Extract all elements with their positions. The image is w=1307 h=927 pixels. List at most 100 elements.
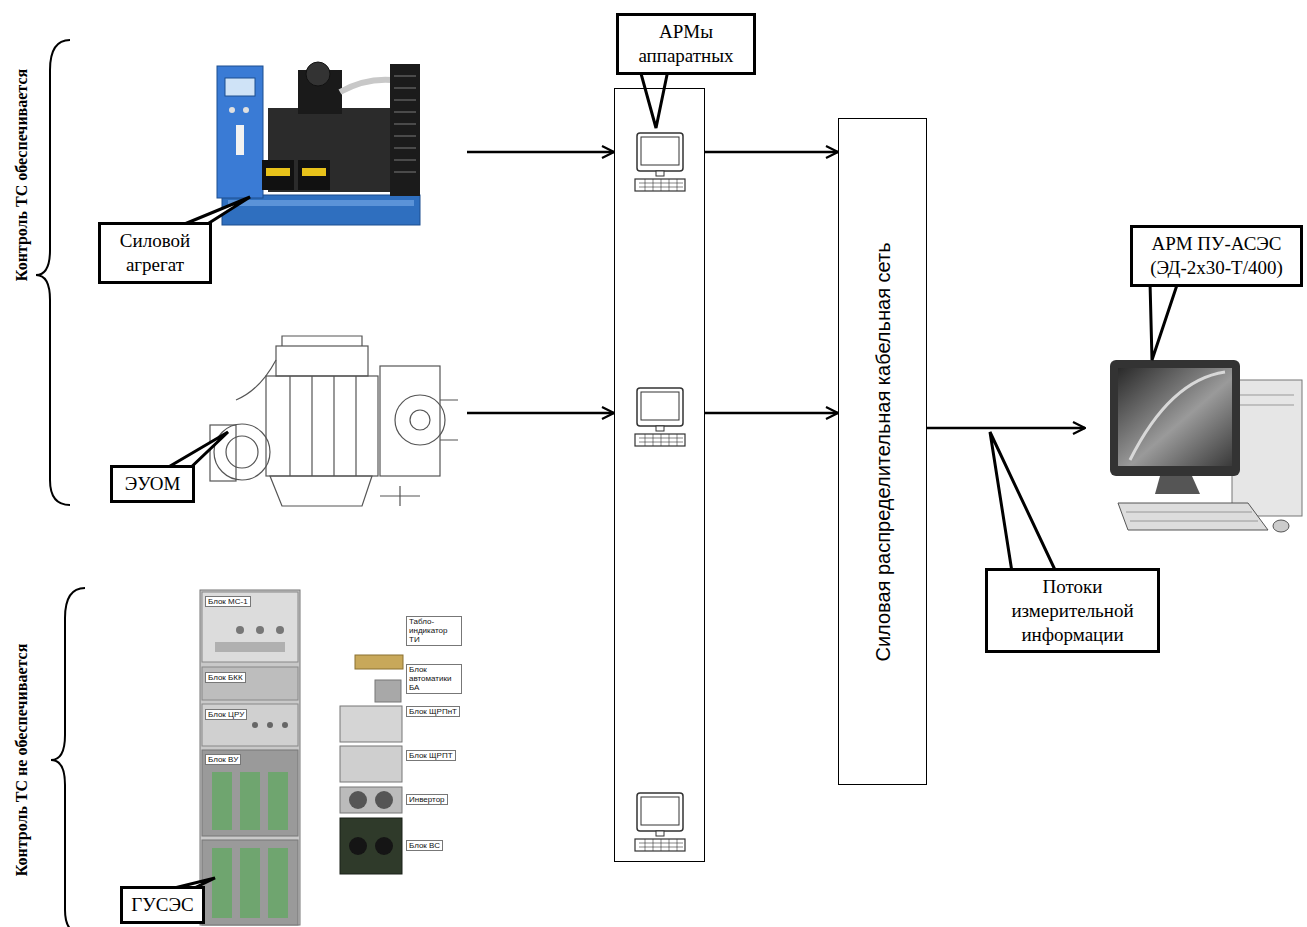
equipment-rack: [212, 848, 232, 918]
equipment-rack: [268, 772, 288, 830]
equipment-rack: [349, 791, 367, 809]
callout-box: Потоки измерительной информации: [985, 568, 1160, 653]
generator-illustration: [340, 80, 392, 92]
part-label: Табло-индикатор ТИ: [406, 616, 462, 646]
leader-line: [990, 432, 1056, 572]
generator-illustration: [217, 66, 263, 198]
equipment-rack: [215, 642, 285, 652]
flow-arrow: [467, 412, 614, 415]
part-label: Блок ЩРПнТ: [406, 706, 460, 717]
part-label: Блок БКК: [205, 672, 246, 683]
part-label: Блок ЦРУ: [205, 709, 247, 720]
part-label: Инвертор: [406, 794, 448, 805]
workstation-icon: [635, 793, 685, 851]
equipment-rack: [202, 592, 298, 662]
node-label: Потоки измерительной информации: [994, 575, 1151, 646]
callout-label: ГУСЭС: [120, 886, 205, 924]
computer-illustration: [1110, 360, 1302, 532]
computer-illustration: [1240, 395, 1294, 405]
workstation-icon: [635, 388, 685, 446]
equipment-rack: [276, 626, 284, 634]
engine-drawing: [395, 395, 445, 445]
brace-bracket: [36, 40, 70, 505]
control-workstation: АРМ ПУ-АСЭС (ЭД-2х30-Т/400): [1085, 355, 1300, 545]
generator-illustration: [394, 76, 416, 172]
callout-pointer: [1150, 282, 1178, 360]
engine-drawing: [210, 336, 458, 506]
part-label: Блок ВУ: [205, 754, 241, 765]
flow-arrow: [467, 151, 614, 154]
equipment-rack: [240, 848, 260, 918]
node-label: Силовая распределительная кабельная сеть: [871, 242, 894, 661]
workstation-icon: [635, 133, 685, 851]
computer-illustration: [1118, 503, 1268, 530]
equipment-rack: [212, 772, 232, 830]
equipment-rack: [256, 626, 264, 634]
workstation-icon: [635, 133, 685, 191]
leader-line: [990, 432, 1056, 572]
generator-illustration: [390, 64, 420, 196]
part-label: Блок ЩРПТ: [406, 750, 456, 761]
engine-drawing: [236, 360, 458, 440]
equipment-rack: [236, 626, 244, 634]
generator-illustration: [228, 200, 414, 206]
control-cabinet: ГУСЭС: [110, 585, 460, 925]
generator-illustration: [217, 62, 420, 225]
engine-drawing: [226, 436, 258, 468]
flow-arrow: [927, 427, 1085, 430]
equipment-rack: [340, 787, 402, 813]
engine-drawing: [270, 476, 372, 506]
callout-pointer: [158, 878, 215, 892]
engine-drawing: [410, 410, 430, 430]
part-label: Блок автоматики БА: [406, 664, 462, 694]
equipment-rack: [375, 837, 393, 855]
group-label: Контроль ТС не обеспечивается: [13, 644, 31, 877]
computer-illustration: [1155, 476, 1200, 494]
generator-unit: Силовой агрегат: [95, 55, 467, 295]
engine-unit: ЭУОМ: [100, 330, 467, 515]
equipment-rack: [200, 590, 300, 925]
equipment-rack: [340, 818, 402, 874]
equipment-rack: [252, 722, 258, 728]
generator-illustration: [222, 195, 420, 225]
callout-label: ЭУОМ: [110, 465, 195, 503]
computer-illustration: [1273, 520, 1289, 532]
brace-bracket: [51, 588, 85, 927]
engine-drawing: [290, 376, 356, 476]
generator-illustration: [298, 160, 330, 190]
equipment-rack: [202, 750, 298, 836]
generator-illustration: [306, 62, 330, 86]
computer-illustration: [1130, 372, 1225, 460]
workstation-column: АРМы аппаратных: [614, 88, 705, 862]
part-label: Блок ВС: [406, 840, 443, 851]
part-label: Блок МС-1: [205, 596, 251, 607]
equipment-rack: [282, 722, 288, 728]
generator-illustration: [262, 160, 294, 190]
group-label: Контроль ТС обеспечивается: [13, 69, 31, 281]
callout-label: АРМы аппаратных: [616, 13, 756, 75]
generator-illustration: [229, 107, 235, 113]
engine-drawing: [380, 366, 440, 476]
equipment-rack: [200, 590, 403, 925]
equipment-rack: [202, 840, 298, 925]
equipment-rack: [202, 704, 298, 746]
equipment-rack: [375, 680, 401, 702]
computer-illustration: [1110, 360, 1240, 476]
equipment-rack: [202, 667, 298, 700]
flow-arrow: [705, 412, 838, 415]
generator-illustration: [243, 107, 249, 113]
callout-pointer: [170, 197, 250, 230]
engine-drawing: [282, 336, 362, 346]
engine-drawing: [214, 424, 270, 480]
equipment-rack: [355, 655, 403, 669]
equipment-rack: [340, 746, 402, 782]
callout-pointer: [158, 70, 1178, 892]
computer-illustration: [1232, 380, 1302, 516]
callout-label: АРМ ПУ-АСЭС (ЭД-2х30-Т/400): [1130, 225, 1303, 287]
brace-bracket: [36, 40, 85, 927]
generator-illustration: [266, 168, 290, 176]
callout-pointer: [160, 432, 228, 472]
